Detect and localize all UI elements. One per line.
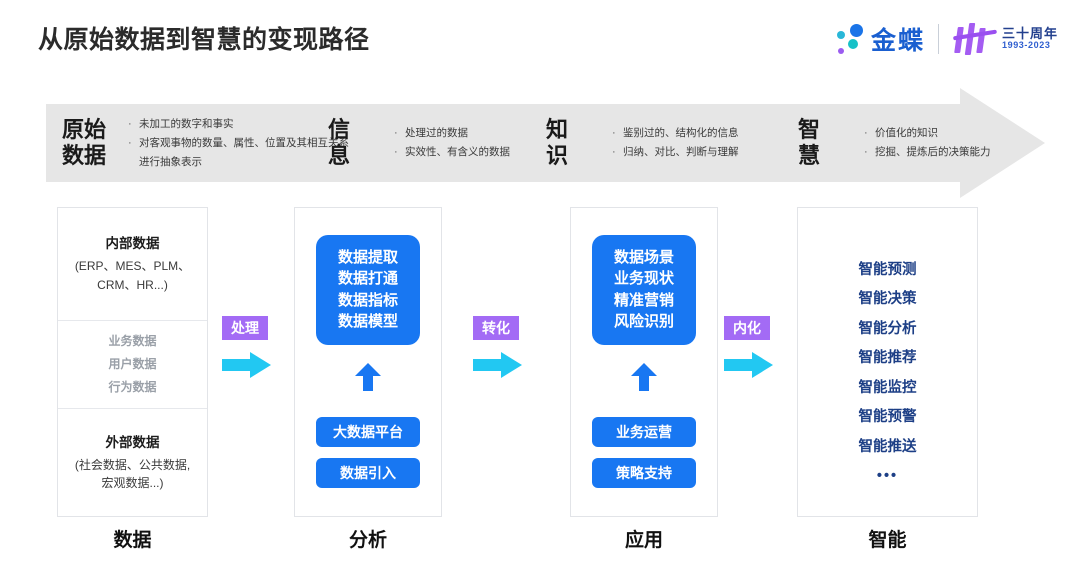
banner-segment-raw-data: 原始 数据 · 未加工的数字和事实 · 对客观事物的数量、属性、位置及其相互关系进行… — [62, 104, 354, 182]
banner-segment-information: 信 息 · 处理过的数据 · 实效性、有含义的数据 — [328, 104, 510, 182]
bullet-dot-icon: · — [394, 126, 398, 139]
analysis-capability-item: 数据指标 — [337, 291, 398, 309]
intelligence-item: 智能监控 — [858, 379, 917, 396]
footer-label-analysis: 分析 — [348, 530, 387, 551]
connector-label: 处理 — [222, 316, 268, 340]
footer-label-data: 数据 — [113, 530, 152, 551]
analysis-capability-item: 数据打通 — [337, 270, 398, 288]
logo-divider — [937, 24, 939, 54]
data-category-item: 行为数据 — [108, 379, 157, 394]
application-capability-item: 风险识别 — [613, 312, 674, 330]
bullet-dot-icon: · — [128, 118, 132, 130]
segment-keyword-line1: 知 — [546, 117, 569, 143]
connector-internalize: 内化 — [724, 316, 784, 378]
internal-data-sub-line2: CRM、HR...) — [97, 277, 168, 292]
analysis-capability-item: 数据提取 — [337, 249, 398, 266]
intelligence-ellipsis: ••• — [876, 467, 899, 484]
bullet-dot-icon: · — [864, 146, 868, 158]
segment-bullet: 挖掘、提炼后的决策能力 — [875, 146, 991, 158]
segment-keyword-line1: 信 — [328, 117, 351, 143]
bullet-dot-icon: · — [394, 146, 398, 158]
right-arrow-icon — [724, 352, 780, 378]
application-capability-item: 业务现状 — [613, 270, 674, 288]
maturity-banner: 原始 数据 · 未加工的数字和事实 · 对客观事物的数量、属性、位置及其相互关系进行… — [46, 88, 1045, 198]
application-capability-item: 精准营销 — [613, 291, 674, 309]
application-capability-box[interactable]: 数据场景 业务现状 精准营销 风险识别 — [592, 235, 696, 346]
internal-data-title: 内部数据 — [105, 236, 160, 251]
intelligence-item: 智能决策 — [858, 291, 917, 308]
segment-bullet: 实效性、有含义的数据 — [405, 146, 510, 158]
banner-arrow-shape — [46, 88, 1045, 198]
external-data-sub-line1: (社会数据、公共数据, — [74, 457, 191, 472]
footer-label-application: 应用 — [624, 530, 663, 551]
data-category-item: 业务数据 — [108, 334, 157, 349]
bullet-dot-icon: · — [128, 137, 132, 150]
segment-keyword-line1: 智 — [798, 117, 821, 143]
segment-bullet: 价值化的知识 — [875, 126, 938, 139]
column-card-analysis: 数据提取 数据打通 数据指标 数据模型 大数据平台 数据引入 — [294, 207, 442, 517]
anniversary-title: 三十周年 — [1001, 26, 1058, 42]
application-operations-pill[interactable]: 业务运营 — [592, 417, 696, 447]
external-data-block: 外部数据 (社会数据、公共数据, 宏观数据...) — [58, 409, 207, 493]
application-capability-item: 数据场景 — [613, 249, 674, 266]
banner-segment-wisdom: 智 慧 · 价值化的知识 · 挖掘、提炼后的决策能力 — [798, 104, 991, 182]
segment-bullet: 鉴别过的、结构化的信息 — [623, 126, 739, 139]
analysis-capability-item: 数据模型 — [337, 312, 398, 330]
connector-label: 转化 — [473, 316, 519, 340]
brand-logo: 金蝶 三十周年 1993-2023 — [833, 18, 1058, 60]
segment-keyword-line2: 数据 — [62, 143, 107, 168]
anniversary-mark-icon — [952, 22, 998, 56]
card-divider — [58, 320, 207, 322]
intelligence-item: 智能推荐 — [858, 350, 917, 367]
column-card-application: 数据场景 业务现状 精准营销 风险识别 业务运营 策略支持 — [570, 207, 718, 517]
analysis-platform-pill[interactable]: 大数据平台 — [316, 417, 420, 447]
banner-segment-knowledge: 知 识 · 鉴别过的、结构化的信息 · 归纳、对比、判断与理解 — [546, 104, 739, 182]
intelligence-item-list: 智能预测 智能决策 智能分析 智能推荐 智能监控 智能预警 智能推送 ••• — [798, 208, 977, 491]
connector-process: 处理 — [222, 316, 282, 378]
intelligence-item: 智能推送 — [858, 438, 917, 455]
connector-transform: 转化 — [473, 316, 533, 378]
bullet-dot-icon: · — [864, 126, 868, 139]
external-data-title: 外部数据 — [105, 434, 160, 450]
external-data-sub-line2: 宏观数据...) — [101, 476, 164, 491]
segment-bullet: 未加工的数字和事实 — [139, 118, 234, 130]
segment-bullet: 处理过的数据 — [405, 126, 468, 139]
up-arrow-icon — [355, 363, 381, 391]
brand-name: 金蝶 — [870, 27, 925, 55]
application-strategy-pill[interactable]: 策略支持 — [592, 458, 696, 488]
anniversary-badge: 三十周年 1993-2023 — [952, 22, 1058, 56]
internal-data-block: 内部数据 (ERP、MES、PLM、 CRM、HR...) — [58, 208, 207, 294]
bullet-dot-icon: · — [612, 146, 616, 158]
connector-label: 内化 — [724, 316, 770, 340]
footer-label-intelligence: 智能 — [868, 530, 907, 551]
internal-data-sub-line1: (ERP、MES、PLM、 — [74, 259, 191, 273]
kingdee-dots-icon — [833, 22, 867, 56]
data-category-item: 用户数据 — [108, 356, 157, 371]
right-arrow-icon — [473, 352, 529, 378]
segment-keyword-line1: 原始 — [62, 117, 107, 143]
segment-bullet: 对客观事物的数量、属性、位置及其相互关系进行抽象表示 — [139, 137, 349, 168]
segment-keyword-line2: 息 — [328, 143, 351, 168]
intelligence-item: 智能分析 — [858, 320, 917, 337]
bullet-dot-icon: · — [612, 126, 616, 139]
segment-keyword-line2: 慧 — [798, 143, 821, 168]
anniversary-years: 1993-2023 — [1001, 40, 1051, 51]
analysis-capability-box[interactable]: 数据提取 数据打通 数据指标 数据模型 — [316, 235, 420, 346]
page-title: 从原始数据到智慧的变现路径 — [38, 26, 370, 54]
segment-bullet: 归纳、对比、判断与理解 — [623, 146, 739, 158]
right-arrow-icon — [222, 352, 278, 378]
intelligence-item: 智能预警 — [858, 409, 917, 426]
card-divider — [58, 407, 207, 409]
up-arrow-icon — [631, 363, 657, 391]
column-card-intelligence: 智能预测 智能决策 智能分析 智能推荐 智能监控 智能预警 智能推送 ••• — [797, 207, 978, 517]
segment-keyword-line2: 识 — [546, 143, 569, 168]
analysis-ingest-pill[interactable]: 数据引入 — [316, 458, 420, 488]
data-category-list: 业务数据 用户数据 行为数据 — [58, 321, 207, 407]
column-card-data: 内部数据 (ERP、MES、PLM、 CRM、HR...) 业务数据 用户数据 … — [57, 207, 208, 517]
intelligence-item: 智能预测 — [858, 262, 917, 278]
